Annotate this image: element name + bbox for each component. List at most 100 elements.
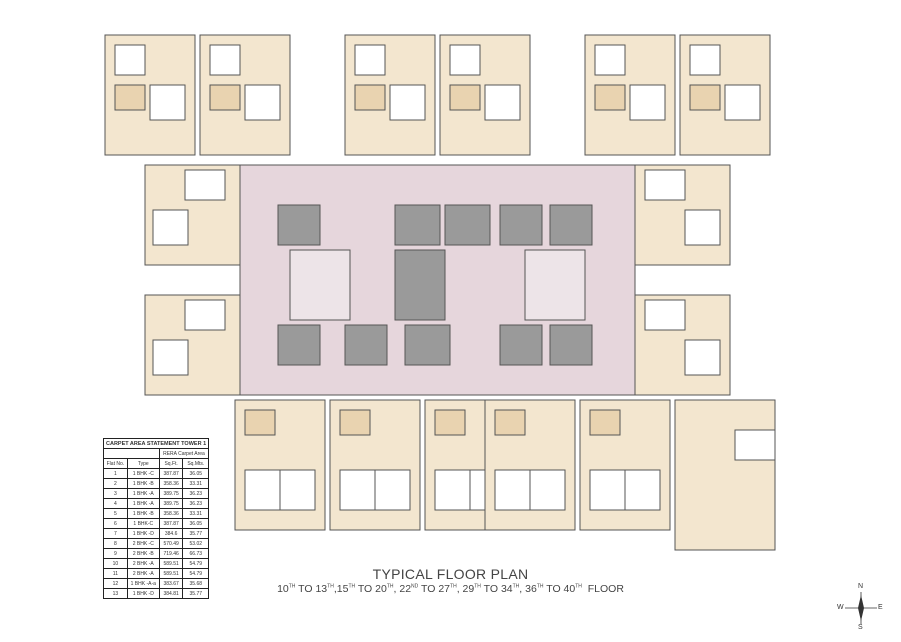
table-cell: 1 BHK -A: [126, 488, 160, 499]
floor-range: 10TH TO 13TH,15TH TO 20TH, 22ND TO 27TH,…: [0, 583, 901, 595]
living-room: [374, 469, 411, 511]
table-cell: 2: [103, 478, 128, 489]
floor-text: TO: [543, 583, 564, 595]
table-cell: 1 BHK -D: [126, 528, 160, 539]
floor-suffix: TH: [536, 583, 544, 590]
floor-number: 40: [563, 583, 576, 595]
bedroom: [244, 469, 281, 511]
floor-text: TO: [355, 583, 376, 595]
passenger-lift: [549, 324, 593, 366]
bedroom: [494, 469, 531, 511]
living-room: [389, 84, 426, 121]
floor-suffix: TH: [474, 583, 481, 590]
passenger-lift: [499, 204, 543, 246]
floor-number: 34: [500, 583, 513, 595]
bedroom: [434, 469, 471, 511]
staircase: [289, 249, 351, 321]
table-cell: 384.81: [158, 588, 184, 599]
floor-suffix: TH: [386, 583, 394, 590]
floor-suffix: TH: [288, 583, 296, 590]
table-cell: 35.77: [182, 528, 210, 539]
blank-header: [103, 448, 160, 459]
floor-number: 13: [315, 583, 328, 595]
bedroom: [594, 44, 626, 76]
floor-text: TO: [295, 583, 316, 595]
column-header: Sq.Ft.: [158, 458, 184, 469]
living-room: [184, 169, 226, 201]
floor-text: ,: [333, 583, 337, 595]
table-cell: 1 BHK -B: [126, 478, 160, 489]
bedroom: [689, 44, 721, 76]
compass-w: W: [837, 604, 844, 611]
table-cell: 4: [103, 498, 128, 509]
toilet: [114, 84, 146, 111]
table-cell: 389.75: [158, 488, 184, 499]
toilet: [244, 409, 276, 436]
passenger-lift: [277, 204, 321, 246]
floor-text: TO: [418, 583, 439, 595]
floor-number: 20: [375, 583, 387, 595]
table-cell: 358.36: [158, 478, 184, 489]
toilet: [354, 84, 386, 111]
table-cell: 7: [103, 528, 128, 539]
table-cell: 8: [103, 538, 128, 549]
table-title: CARPET AREA STATEMENT TOWER 1: [102, 438, 210, 449]
passenger-lift: [344, 324, 388, 366]
table-cell: 5: [103, 508, 128, 519]
bedroom: [152, 339, 189, 376]
table-cell: 53.02: [182, 538, 210, 549]
column-header: Sq.Mts.: [182, 458, 210, 469]
toilet: [209, 84, 241, 111]
table-cell: 36.05: [182, 468, 210, 479]
table-cell: 33.31: [182, 508, 210, 519]
floor-suffix: TH: [575, 583, 582, 590]
column-header: Type: [126, 458, 160, 469]
balcony: [734, 429, 776, 461]
floor-suffix: TH: [512, 583, 520, 590]
table-cell: 1: [103, 468, 128, 479]
floor-text: FLOOR: [581, 583, 624, 595]
toilet: [494, 409, 526, 436]
bedroom: [339, 469, 376, 511]
table-cell: 1 BHK -D: [126, 588, 160, 599]
bedroom: [449, 44, 481, 76]
table-cell: 1 BHK -B: [126, 508, 160, 519]
floor-text: ,: [456, 583, 463, 595]
passenger-lift: [277, 324, 321, 366]
table-cell: 1 BHK -C: [126, 468, 160, 479]
table-cell: 1 BHK-C: [126, 518, 160, 529]
table-cell: 570.49: [158, 538, 184, 549]
compass-n: N: [858, 583, 864, 590]
living-room: [279, 469, 316, 511]
table-cell: 3: [103, 488, 128, 499]
table-cell: 36.23: [182, 488, 210, 499]
passenger-lift: [394, 204, 441, 246]
table-cell: 384.6: [158, 528, 184, 539]
compass-e: E: [878, 604, 883, 611]
living-room: [644, 299, 686, 331]
floor-suffix: ND: [411, 583, 419, 590]
table-cell: 6: [103, 518, 128, 529]
toilet: [339, 409, 371, 436]
table-cell: 1 BHK -A: [126, 498, 160, 509]
passenger-lift: [444, 204, 491, 246]
floor-text: ,: [519, 583, 526, 595]
toilet: [589, 409, 621, 436]
apartment-unit: [674, 399, 776, 551]
floor-suffix: TH: [348, 583, 356, 590]
bedroom: [152, 209, 189, 246]
table-cell: 358.36: [158, 508, 184, 519]
